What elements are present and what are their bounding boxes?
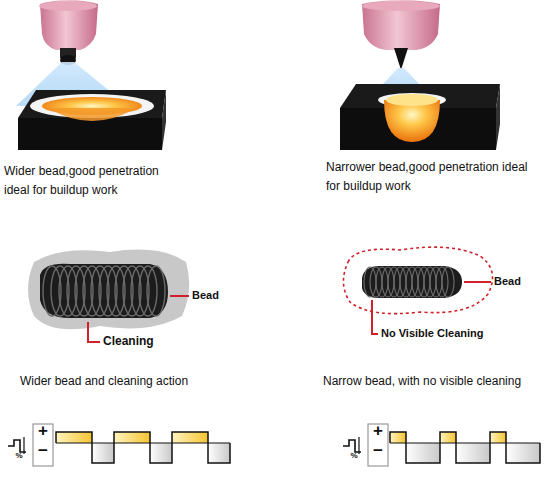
negative-pulse xyxy=(506,443,540,463)
positive-pulse xyxy=(390,432,406,443)
caption: Narrower bead,good penetration ideal for… xyxy=(326,158,541,195)
caption: Wider bead and cleaning action xyxy=(20,374,240,390)
caption: Narrow bead, with no visible cleaning xyxy=(323,374,553,390)
polarity-sign: + xyxy=(370,422,386,439)
waveform-axis xyxy=(390,443,540,444)
balance-symbol: % xyxy=(347,452,361,460)
caption: Wider bead,good penetration ideal for bu… xyxy=(4,162,179,199)
positive-pulse xyxy=(172,432,208,443)
waveform-line xyxy=(56,432,230,463)
bead-ripple xyxy=(139,266,157,316)
waveform-line xyxy=(390,432,540,463)
polarity-sign: + xyxy=(35,422,51,439)
bead-ripple xyxy=(147,266,165,316)
negative-pulse xyxy=(406,443,440,463)
positive-pulse xyxy=(490,432,506,443)
negative-pulse xyxy=(456,443,490,463)
bead-ripple xyxy=(442,267,454,297)
callout-label: No Visible Cleaning xyxy=(381,326,531,340)
negative-pulse xyxy=(92,443,114,463)
waveform-axis xyxy=(56,443,230,444)
balance-symbol: % xyxy=(12,452,26,460)
polarity-sign: − xyxy=(370,442,386,459)
positive-pulse xyxy=(114,432,150,443)
callout-label: Cleaning xyxy=(103,334,173,350)
positive-pulse xyxy=(440,432,456,443)
positive-pulse xyxy=(56,432,92,443)
callout-label: Bead xyxy=(192,288,232,302)
polarity-sign: − xyxy=(35,442,51,459)
negative-pulse xyxy=(208,443,230,463)
callout-label: Bead xyxy=(494,274,534,288)
negative-pulse xyxy=(150,443,172,463)
